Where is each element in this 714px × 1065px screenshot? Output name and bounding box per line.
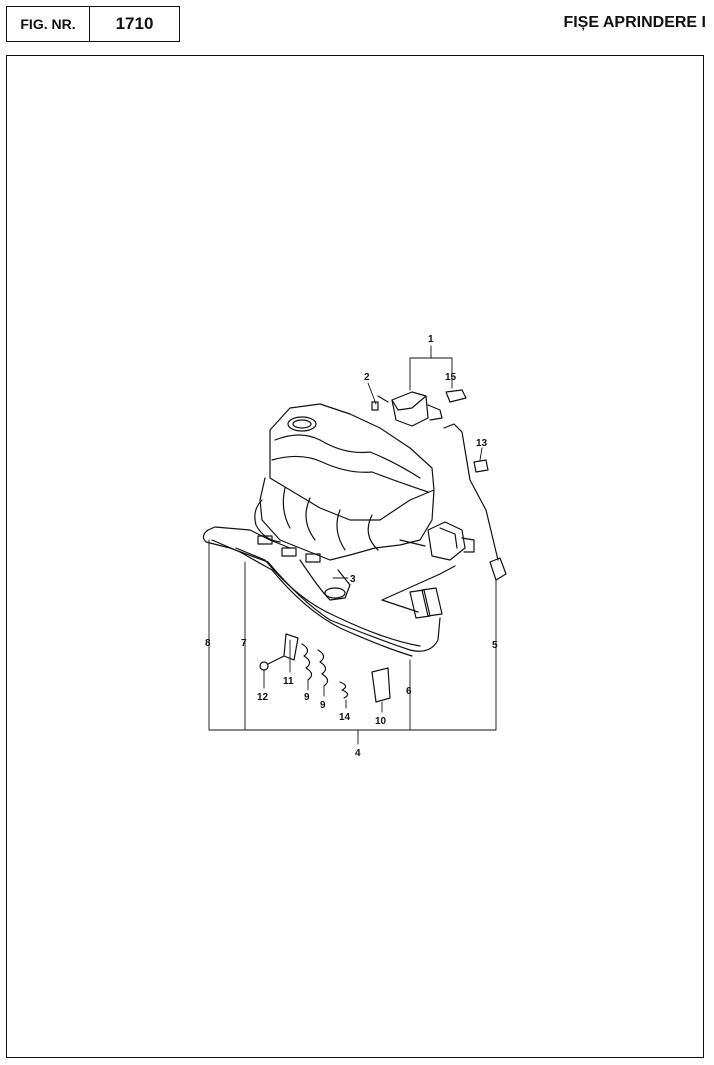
callout-15: 15 xyxy=(445,372,457,383)
callout-9-b: 9 xyxy=(320,700,326,711)
engine-block-drawing xyxy=(254,403,475,601)
figure-number: 1710 xyxy=(115,14,154,33)
callout-12: 12 xyxy=(257,692,269,703)
callout-6: 6 xyxy=(406,686,412,697)
page-title: FIȘE APRINDERE I xyxy=(563,14,706,31)
drawing-frame xyxy=(6,55,704,1058)
callout-3: 3 xyxy=(350,574,356,585)
callout-9-a: 9 xyxy=(304,692,310,703)
spark-plug-wires-drawing xyxy=(202,526,456,657)
figure-label: FIG. NR. xyxy=(7,7,90,41)
callout-11: 11 xyxy=(283,676,294,687)
callout-10: 10 xyxy=(375,716,387,727)
callout-5: 5 xyxy=(492,640,498,651)
callout-8: 8 xyxy=(205,638,211,649)
callout-4: 4 xyxy=(355,748,361,759)
figure-number-box: FIG. NR. 1710 xyxy=(6,6,180,42)
ignition-coil-drawing xyxy=(371,391,443,427)
coil-wire-drawing xyxy=(443,423,499,561)
callout-1: 1 xyxy=(428,334,434,345)
callout-2: 2 xyxy=(364,372,370,383)
callout-leaders xyxy=(208,345,497,745)
callout-14: 14 xyxy=(339,712,351,723)
callout-7: 7 xyxy=(241,638,247,649)
callout-13: 13 xyxy=(476,438,488,449)
